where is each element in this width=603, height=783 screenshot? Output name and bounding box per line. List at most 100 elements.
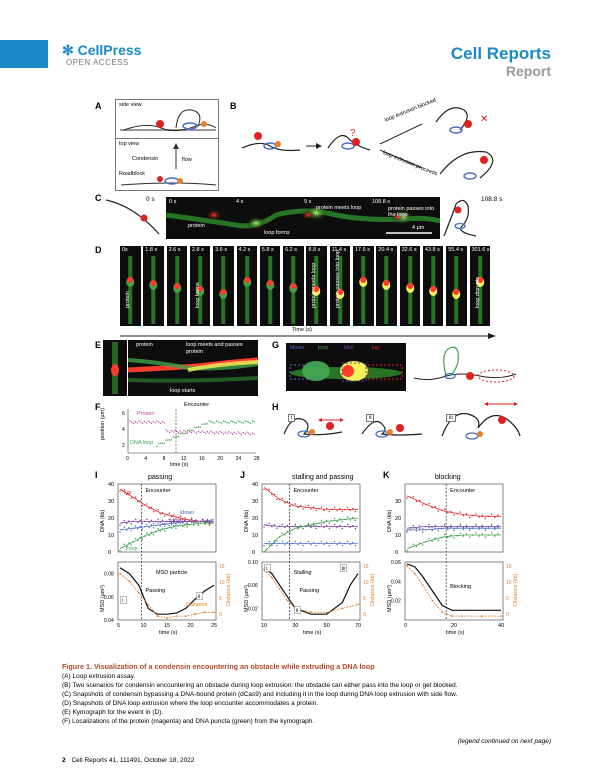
- chart-title: blocking: [435, 474, 461, 481]
- lower-x-tick: 50: [324, 623, 330, 629]
- series-point: [333, 523, 336, 526]
- series-point: [481, 514, 483, 517]
- series-point: [320, 523, 323, 526]
- series-point: [289, 527, 291, 530]
- msd-line: [406, 563, 501, 611]
- series-point: [481, 524, 483, 527]
- series-point: [150, 531, 153, 534]
- series-point: [490, 525, 493, 527]
- series-point: [443, 525, 446, 527]
- panel-f-dna-point: [158, 442, 160, 445]
- series-point: [478, 516, 480, 518]
- series-point: [325, 519, 328, 522]
- series-point: [320, 540, 323, 543]
- series-point: [468, 516, 471, 518]
- panel-f-dna-point: [197, 426, 200, 428]
- series-line: [119, 488, 215, 524]
- panel-f-dna-point: [185, 432, 187, 435]
- series-point: [312, 522, 315, 524]
- lower-right-tick: 5: [363, 596, 366, 602]
- distance-label: Distance: [186, 602, 207, 608]
- panel-f-protein-point: [201, 430, 203, 432]
- series-point: [152, 526, 155, 529]
- panel-f-ylabel: position (μm): [100, 408, 106, 440]
- panel-d-frame: 20.4 s: [376, 246, 397, 326]
- panel-f-protein-point: [219, 430, 221, 433]
- series-point: [431, 529, 433, 532]
- panel-c-passes-label: protein passes into the loop: [388, 206, 435, 218]
- panel-f-dna-point: [195, 426, 198, 428]
- series-point: [484, 517, 487, 520]
- series-point: [428, 523, 430, 526]
- panel-f-protein-point: [203, 431, 205, 433]
- panel-f-dna-point: [224, 421, 227, 423]
- series-point: [184, 519, 186, 522]
- series-point: [406, 531, 408, 533]
- series-point: [354, 544, 357, 547]
- series-point: [152, 510, 155, 513]
- panel-f-protein-point: [217, 432, 219, 434]
- series-point: [428, 538, 430, 540]
- series-point: [421, 531, 424, 533]
- panel-f-protein-point: [233, 431, 236, 434]
- series-point: [286, 524, 289, 527]
- series-point: [310, 526, 312, 529]
- series-point: [475, 525, 477, 527]
- panel-h-diagram: [283, 402, 521, 440]
- panel-f-protein-point: [215, 431, 218, 433]
- lower-y-tick: 0.08: [104, 572, 114, 578]
- series-point: [281, 523, 284, 526]
- series-point: [421, 528, 424, 530]
- page-number: 2: [62, 757, 66, 764]
- panel-f-y-tick: 4: [122, 427, 125, 433]
- series-point: [157, 518, 159, 521]
- series-point: [443, 533, 446, 536]
- series-point: [406, 497, 408, 499]
- series-point: [333, 540, 336, 543]
- series-point: [446, 512, 449, 514]
- series-point: [208, 524, 211, 526]
- panel-f-dna-point: [183, 432, 185, 435]
- panel-c-frame-time: 0 s: [169, 199, 177, 205]
- series-point: [341, 510, 344, 513]
- series-point: [130, 544, 132, 546]
- series-point: [161, 522, 164, 525]
- panel-f-dna-point: [167, 439, 169, 441]
- panel-f-protein-point: [163, 422, 165, 424]
- upper-y-tick: 20: [108, 516, 114, 522]
- lower-x-tick: 0: [404, 623, 407, 629]
- series-point: [320, 506, 323, 508]
- upper-y-tick: 0: [252, 550, 255, 556]
- panel-f-dna-point: [240, 421, 243, 424]
- series-point: [418, 528, 421, 530]
- series-point: [315, 509, 317, 512]
- panel-f-protein-point: [186, 432, 189, 434]
- series-point: [152, 522, 155, 525]
- panel-i-label: I: [95, 470, 98, 480]
- series-point: [268, 488, 270, 491]
- series-point: [148, 521, 150, 524]
- series-point: [164, 525, 166, 528]
- panel-e-starts-label: loop starts: [170, 388, 196, 394]
- series-point: [139, 525, 141, 528]
- series-point: [412, 543, 415, 546]
- series-point: [307, 522, 310, 525]
- series-point: [119, 524, 121, 526]
- series-point: [352, 516, 354, 519]
- series-point: [119, 549, 121, 552]
- series-point: [431, 540, 433, 542]
- panel-c-t-end: 108.8 s: [481, 196, 503, 203]
- series-point: [484, 536, 487, 538]
- panel-f-protein-point: [239, 432, 241, 434]
- panel-f-protein-point: [208, 432, 210, 434]
- series-point: [415, 527, 418, 530]
- event-label: Passing: [146, 588, 166, 594]
- panel-e-snapshot: [103, 340, 127, 396]
- encounter-label: Encounter: [450, 488, 475, 494]
- series-point: [284, 526, 286, 529]
- series-point: [315, 524, 317, 527]
- series-point: [412, 524, 415, 527]
- series-point: [338, 507, 341, 510]
- panel-c-label: C: [95, 193, 102, 203]
- series-point: [294, 523, 297, 526]
